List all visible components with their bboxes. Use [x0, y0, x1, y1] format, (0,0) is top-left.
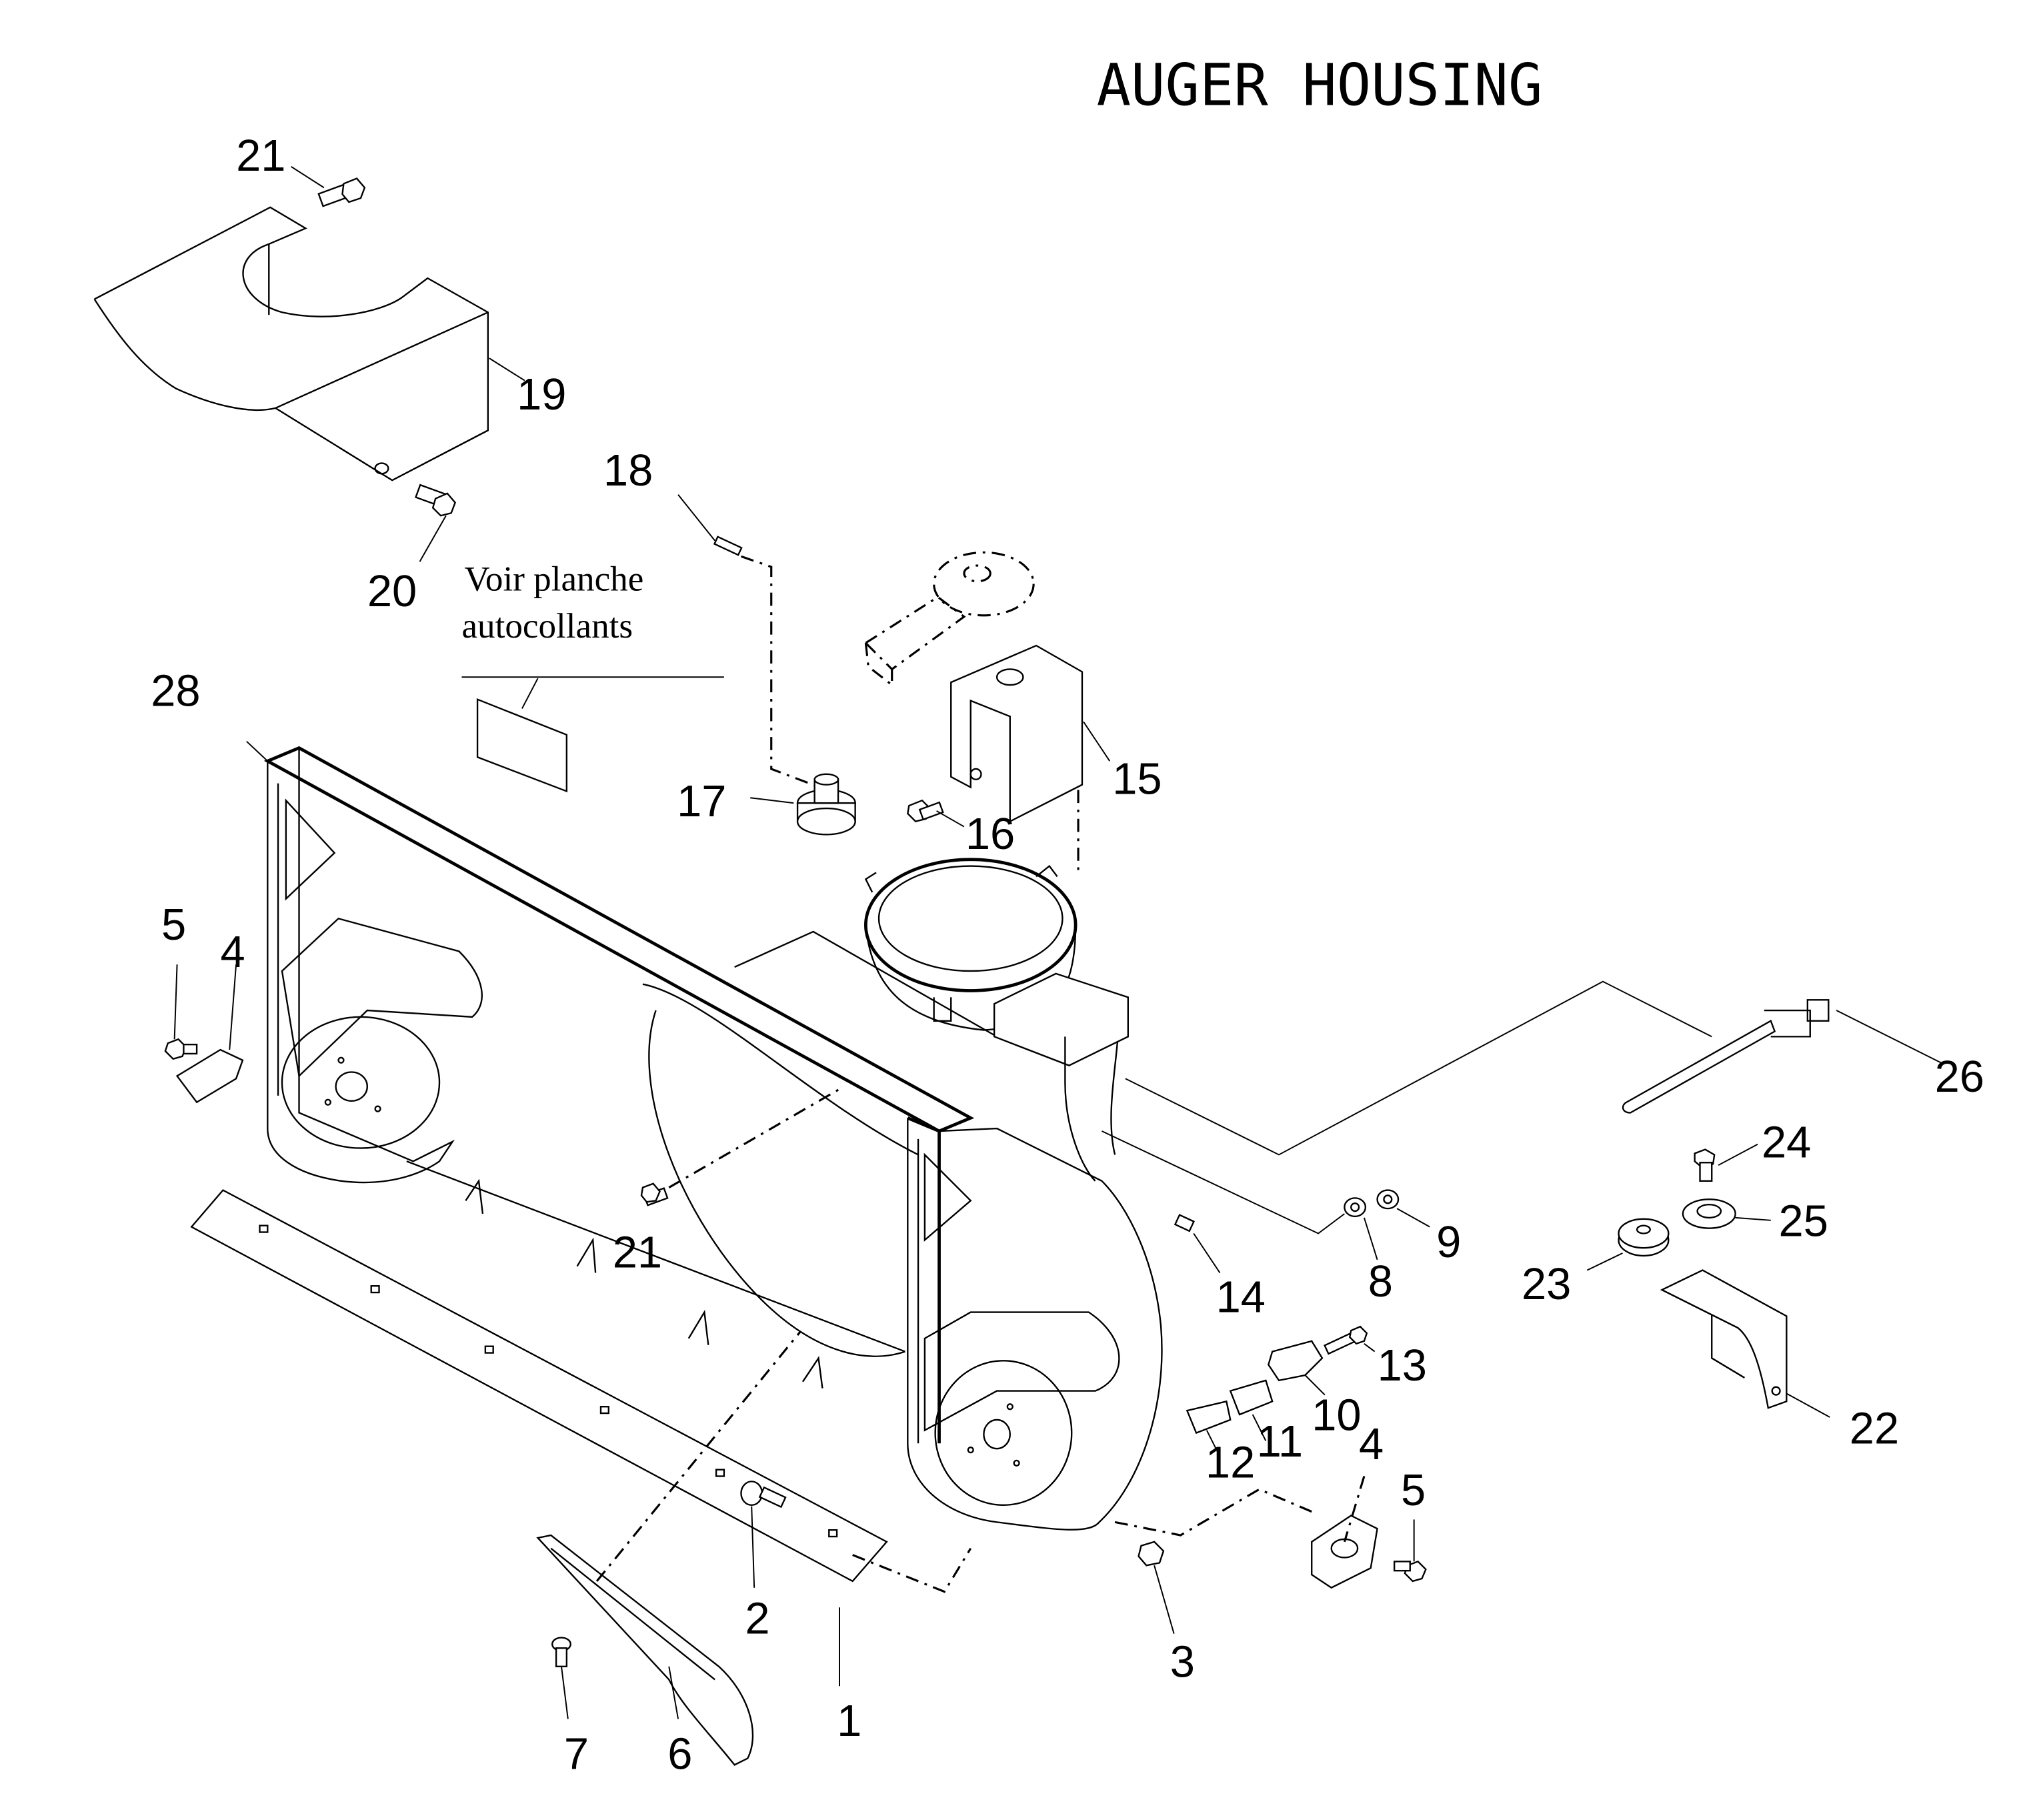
- callout-24: 24: [1762, 1117, 1811, 1167]
- part-16-bolt[interactable]: [907, 799, 944, 822]
- callout-5-left: 5: [161, 900, 186, 950]
- part-14-pin[interactable]: [1174, 1214, 1195, 1232]
- part-4-bearing-left[interactable]: [175, 1048, 244, 1104]
- part-11-clip[interactable]: [1229, 1379, 1274, 1416]
- part-5-bolt-right[interactable]: [1393, 1561, 1427, 1583]
- chute-ring[interactable]: [864, 858, 1129, 1182]
- callout-22: 22: [1850, 1403, 1899, 1453]
- chute-crank-reference: [863, 551, 1035, 688]
- decal-note-line2: autocollants: [461, 607, 633, 646]
- callout-25: 25: [1779, 1196, 1828, 1246]
- part-2-bolt[interactable]: [740, 1481, 787, 1509]
- callout-18: 18: [603, 445, 653, 496]
- part-20-bolt[interactable]: [415, 484, 456, 517]
- callout-5-right: 5: [1401, 1465, 1426, 1515]
- callout-28: 28: [151, 666, 200, 716]
- callout-20: 20: [367, 566, 417, 616]
- part-10-clip[interactable]: [1268, 1340, 1324, 1382]
- part-4-bearing-right[interactable]: [1311, 1515, 1378, 1589]
- callout-3: 3: [1170, 1637, 1195, 1687]
- callout-9: 9: [1436, 1217, 1461, 1267]
- assembly-line-6: [595, 1331, 801, 1582]
- callout-10: 10: [1312, 1391, 1361, 1441]
- callout-2: 2: [745, 1594, 769, 1644]
- callout-19: 19: [517, 369, 566, 419]
- callout-8: 8: [1368, 1256, 1393, 1306]
- part-8-washer[interactable]: [1344, 1197, 1367, 1218]
- assembly-line-1: [852, 1547, 972, 1593]
- part-17-gear[interactable]: [796, 773, 856, 836]
- assembly-line-18-17: [740, 555, 821, 789]
- part-21-bolt[interactable]: [317, 177, 366, 207]
- callout-11: 11: [1257, 1417, 1303, 1467]
- callout-7: 7: [564, 1729, 589, 1779]
- callout-4-right: 4: [1359, 1419, 1384, 1469]
- callout-16: 16: [965, 809, 1015, 859]
- part-18-pin[interactable]: [713, 536, 743, 556]
- assembly-line-8: [1102, 1130, 1345, 1234]
- callout-23: 23: [1522, 1259, 1571, 1309]
- assembly-line-21: [668, 1088, 840, 1189]
- part-22-bracket[interactable]: [1660, 1269, 1788, 1409]
- auger-housing-body[interactable]: [263, 746, 1163, 1531]
- part-6-skid-shoe[interactable]: [536, 1534, 754, 1766]
- part-15-bracket[interactable]: [950, 644, 1084, 877]
- callout-6: 6: [667, 1729, 692, 1779]
- callout-1: 1: [837, 1696, 861, 1746]
- callout-12: 12: [1206, 1437, 1255, 1487]
- callout-21: 21: [236, 131, 285, 181]
- part-12-clip[interactable]: [1186, 1400, 1232, 1435]
- diagram-title: AUGER HOUSING: [1097, 52, 1543, 119]
- leader-lines: [173, 166, 1942, 1719]
- callout-14: 14: [1216, 1272, 1266, 1322]
- part-24-bolt[interactable]: [1694, 1148, 1716, 1182]
- part-25-washer[interactable]: [1682, 1198, 1736, 1229]
- callout-15: 15: [1112, 754, 1162, 804]
- part-7-bolt[interactable]: [551, 1637, 571, 1667]
- part-1-scraper-bar[interactable]: [190, 1189, 888, 1583]
- callout-4-left: 4: [220, 927, 245, 977]
- part-9-nut[interactable]: [1376, 1189, 1400, 1210]
- callout-21-housing: 21: [613, 1228, 662, 1278]
- part-13-screw[interactable]: [1324, 1325, 1368, 1355]
- decal-note-line1: Voir planche: [464, 560, 643, 598]
- callout-13: 13: [1378, 1340, 1427, 1391]
- callout-26: 26: [1935, 1052, 1984, 1102]
- assembly-line-26: [1125, 980, 1712, 1156]
- assembly-line-3-4: [1114, 1488, 1312, 1537]
- part-5-bolt-left[interactable]: [164, 1038, 198, 1060]
- part-28-decal[interactable]: [476, 698, 568, 793]
- callout-17: 17: [677, 776, 726, 826]
- part-21-bolt-housing[interactable]: [640, 1182, 669, 1206]
- part-26-cable-tie[interactable]: [1622, 999, 1830, 1114]
- part-3-nut[interactable]: [1138, 1541, 1165, 1567]
- part-23-grommet[interactable]: [1618, 1218, 1670, 1257]
- part-19-shield[interactable]: [93, 206, 489, 482]
- callout-labels: 21 19 18 20 28 17 16 15 5 4 26 24 25 23 …: [151, 131, 1984, 1779]
